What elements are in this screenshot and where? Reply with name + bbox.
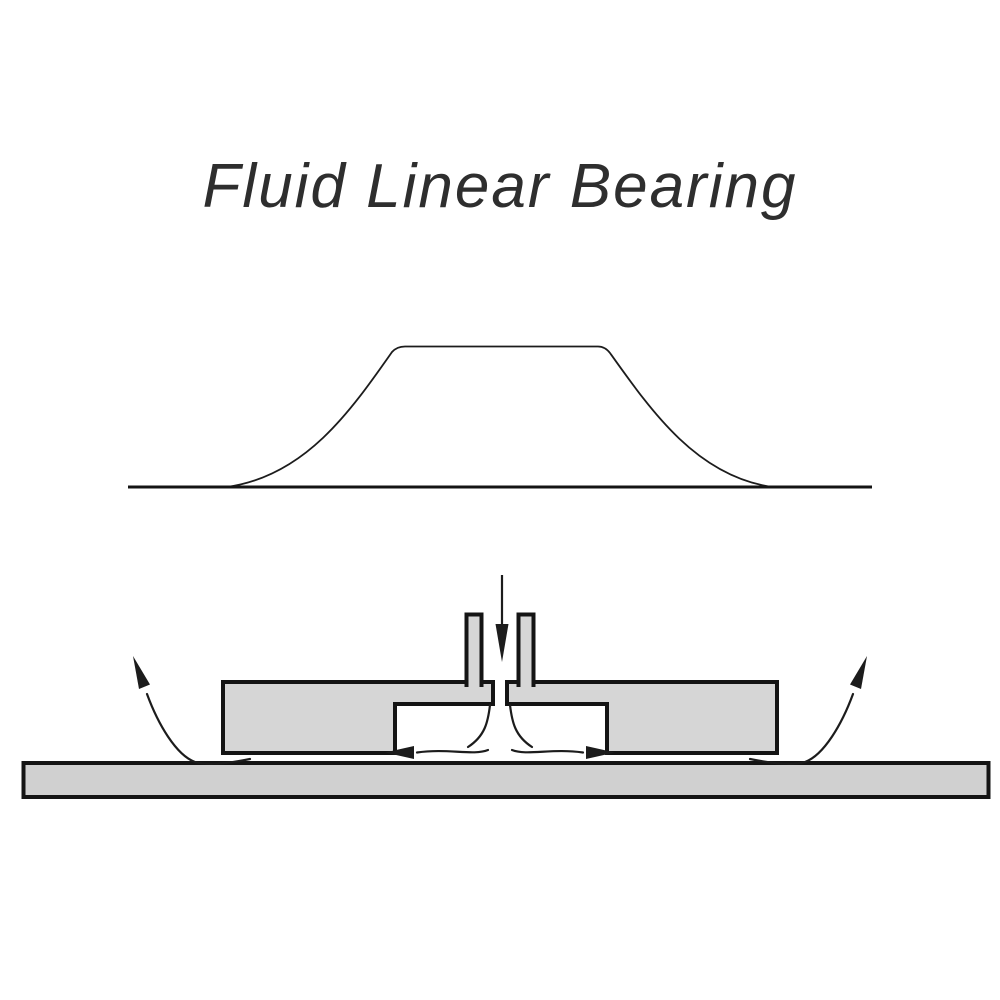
pressure-profile-curve xyxy=(226,345,773,488)
inlet-arrow-head-icon xyxy=(495,624,509,662)
edge-escape-flow xyxy=(133,656,867,765)
pocket-outflow-shaft-right xyxy=(510,748,585,754)
pocket-outflow-shaft-left xyxy=(415,748,490,754)
supply-tube-right xyxy=(516,612,536,687)
edge-escape-arrow-left-icon xyxy=(133,656,150,689)
pressure-profile xyxy=(128,345,872,489)
page-title: Fluid Linear Bearing xyxy=(203,152,798,221)
edge-escape-curve-left xyxy=(145,692,252,765)
edge-escape-curve-right xyxy=(748,692,855,765)
bearing-pad-right-half xyxy=(505,680,779,755)
nozzle-stream-left xyxy=(466,703,492,749)
pocket-outflow-arrow-left-icon xyxy=(385,746,414,759)
supply-tube-left xyxy=(464,612,484,687)
nozzle-stream-right xyxy=(508,703,534,749)
pocket-flow xyxy=(385,703,615,759)
bearing-pad-left-half xyxy=(221,680,495,755)
edge-escape-arrow-right-icon xyxy=(850,656,867,689)
fluid-inlet-arrow xyxy=(495,575,509,662)
base-plate xyxy=(21,761,991,799)
pocket-outflow-arrow-right-icon xyxy=(586,746,615,759)
